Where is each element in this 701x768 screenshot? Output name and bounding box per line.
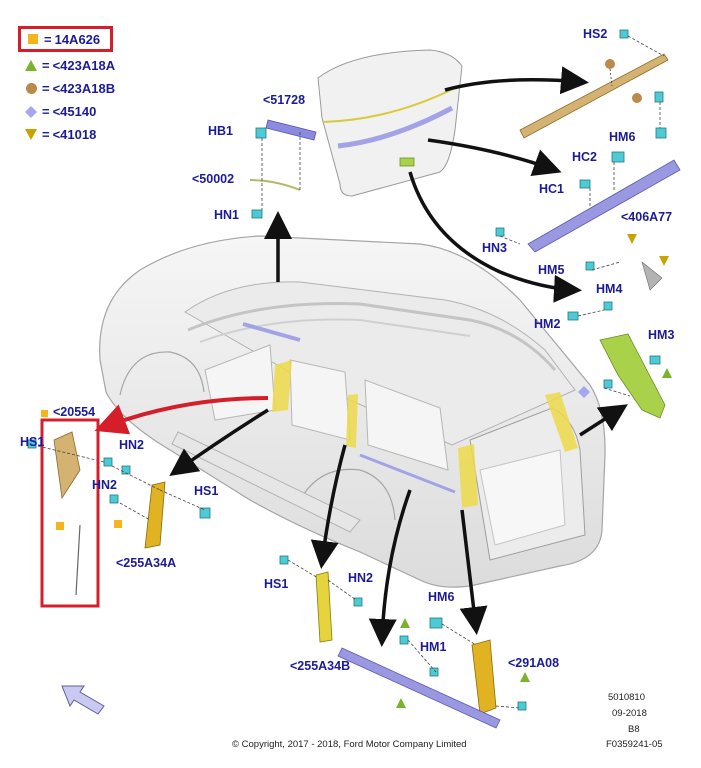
label-255a34a: <255A34A <box>116 556 177 570</box>
legend-item-423a18b: = <423A18B <box>24 77 115 100</box>
doc-revision: B8 <box>628 724 640 735</box>
legend-code: <41018 <box>52 127 97 142</box>
label-50002: <50002 <box>192 172 235 186</box>
figure-id: F0359241-05 <box>606 739 663 750</box>
legend-item-14a626: = 14A626 <box>18 26 113 52</box>
triangle-down-icon <box>24 128 38 142</box>
label-406a77: <406A77 <box>621 210 673 224</box>
label-255a34b: <255A34B <box>290 659 351 673</box>
label-hm5: HM5 <box>538 263 565 277</box>
label-hb1: HB1 <box>208 124 234 138</box>
label-hn2-bottom: HN2 <box>348 571 374 585</box>
label-hs1-bottom: HS1 <box>264 577 289 591</box>
liftgate <box>317 49 463 197</box>
highlight-arrow <box>94 396 269 435</box>
label-hs1-mid: HS1 <box>194 484 219 498</box>
part-symbols <box>396 234 672 708</box>
label-hn1-top: HN1 <box>214 208 240 222</box>
legend-code: <423A18A <box>52 58 116 73</box>
legend-item-45140: = <45140 <box>24 100 115 123</box>
diamond-icon <box>24 105 38 119</box>
label-51728: <51728 <box>263 93 306 107</box>
orientation-arrow-icon <box>61 685 105 715</box>
part-51728 <box>265 119 317 141</box>
label-hs1-left: HS1 <box>20 435 45 449</box>
label-hc2: HC2 <box>572 150 598 164</box>
highlight-box <box>40 418 100 608</box>
label-20554: <20554 <box>53 405 96 419</box>
legend-code: <423A18B <box>52 81 116 96</box>
doc-date: 09-2018 <box>612 708 647 719</box>
label-hn2-left-top: HN2 <box>119 438 145 452</box>
part-291a08 <box>471 639 497 715</box>
part-255a34a <box>144 481 166 549</box>
callout-arrows <box>169 66 628 647</box>
fastener-clips <box>27 29 667 711</box>
part-255a34b <box>315 571 333 643</box>
label-hn2-left: HN2 <box>92 478 118 492</box>
legend-code: 14A626 <box>54 31 101 47</box>
label-hs2: HS2 <box>583 27 608 41</box>
legend-item-423a18a: = <423A18A <box>24 54 115 77</box>
label-hm6-bottom: HM6 <box>428 590 455 604</box>
legend-code: <45140 <box>52 104 97 119</box>
legend: = 14A626 = <423A18A = <423A18B = <45140 … <box>18 26 115 146</box>
doc-number: 5010810 <box>608 692 645 703</box>
d-pillar-trim-part <box>599 261 666 419</box>
circle-icon <box>24 82 38 96</box>
label-hc1: HC1 <box>539 182 565 196</box>
triangle-up-icon <box>24 59 38 73</box>
label-hm1: HM1 <box>420 640 447 654</box>
b-pillar-trim-part-detail <box>41 410 122 596</box>
leader-lines <box>37 35 665 709</box>
label-hm2: HM2 <box>534 317 561 331</box>
label-291a08: <291A08 <box>508 656 560 670</box>
vehicle-body <box>99 235 606 588</box>
copyright: © Copyright, 2017 - 2018, Ford Motor Com… <box>232 739 467 750</box>
label-hm3: HM3 <box>648 328 675 342</box>
liftgate-lower-strip-part <box>527 159 681 253</box>
square-icon <box>26 32 40 46</box>
legend-item-41018: = <41018 <box>24 123 115 146</box>
label-hm4: HM4 <box>596 282 623 296</box>
label-hm6-right: HM6 <box>609 130 636 144</box>
part-50002 <box>249 179 301 191</box>
label-hn3: HN3 <box>482 241 508 255</box>
rocker-strip-part <box>337 647 501 729</box>
spoiler-strip-part <box>519 53 669 139</box>
